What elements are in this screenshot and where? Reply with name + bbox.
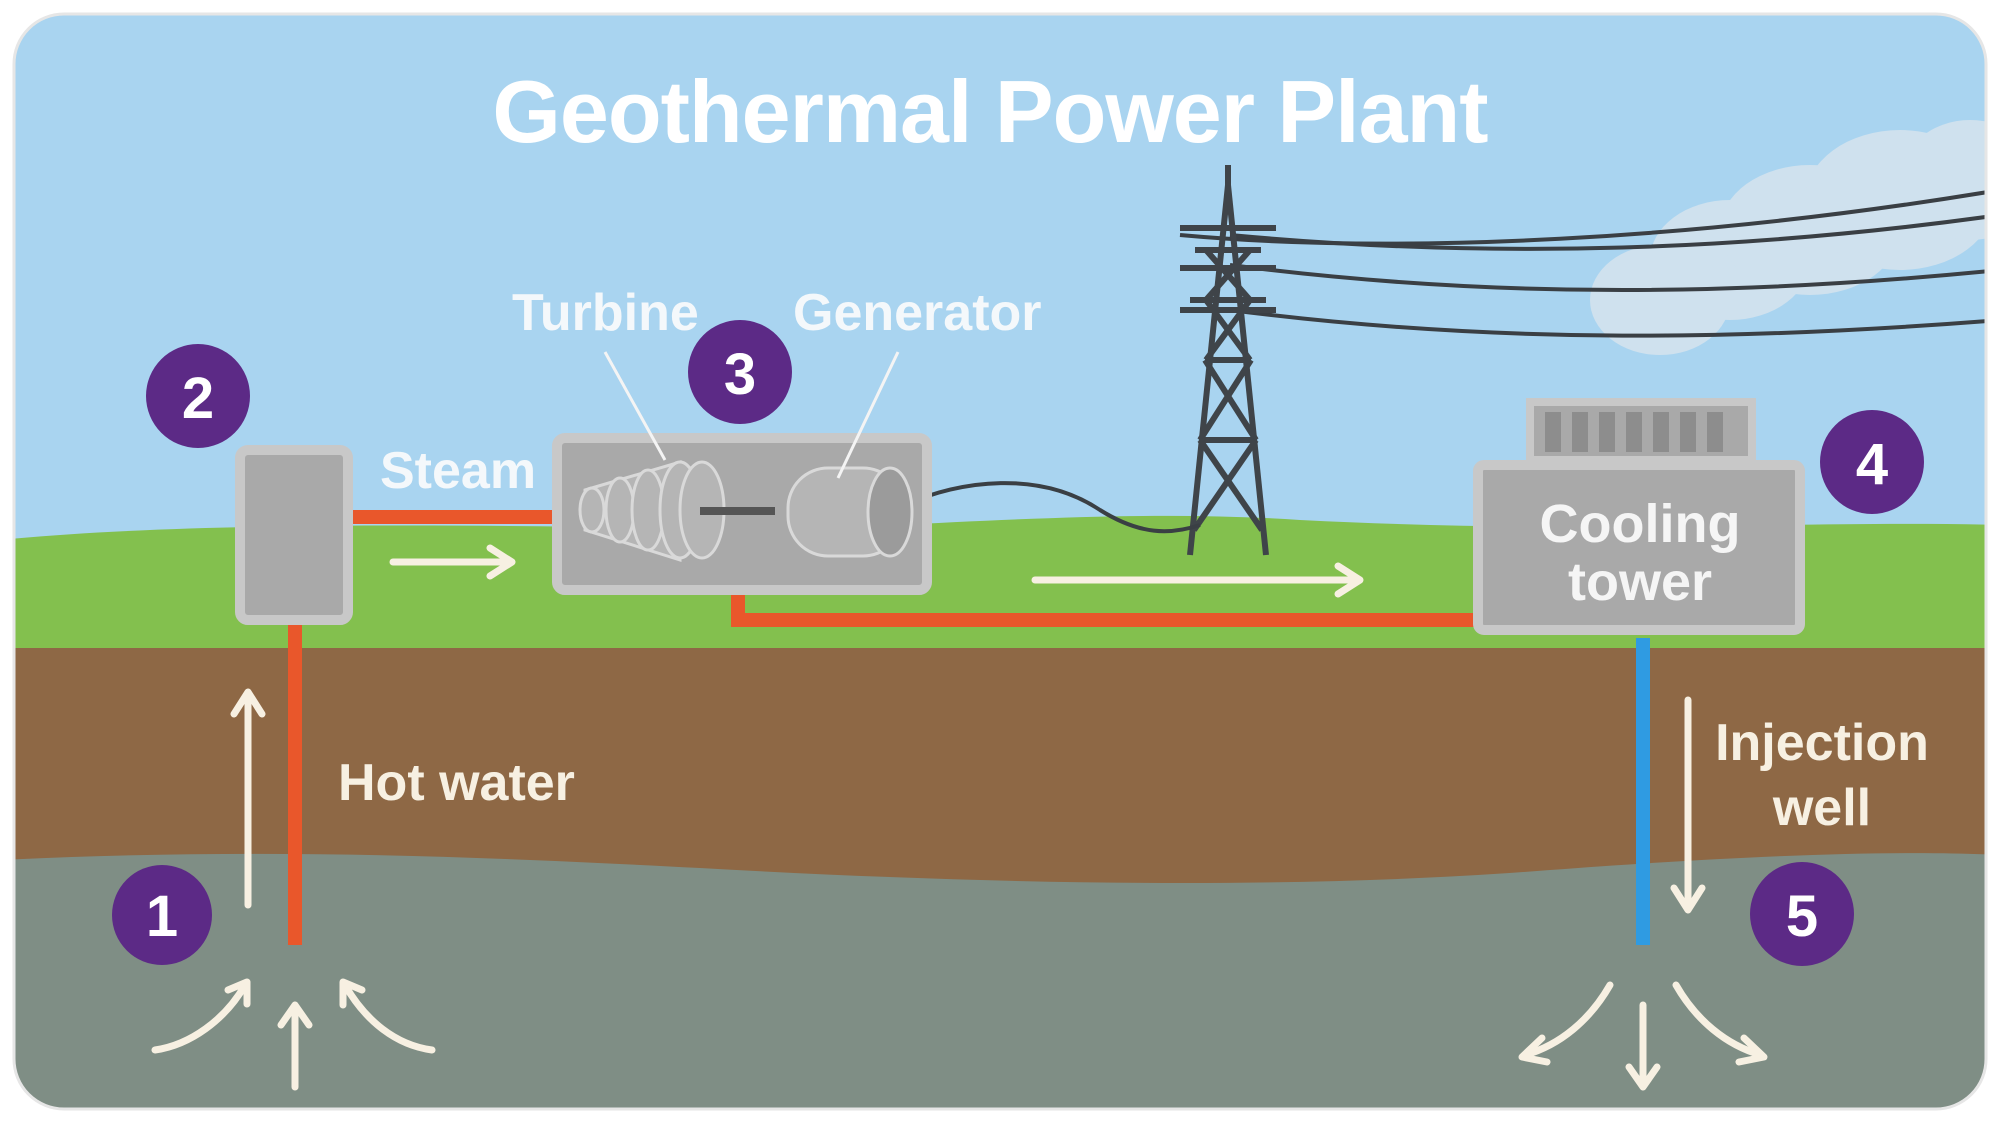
- arrow-inflow-left: [151, 981, 249, 1054]
- label-generator: Generator: [793, 284, 1042, 342]
- step-badge-3: 3: [688, 320, 792, 424]
- rock-reservoir: [14, 853, 1986, 1109]
- cooling-tower-label-line1: Cooling: [1540, 494, 1741, 554]
- turbine-generator-housing: [552, 433, 932, 595]
- label-injection-well-line2: well: [1772, 779, 1871, 837]
- svg-text:1: 1: [146, 884, 178, 949]
- step-badge-2: 2: [146, 344, 250, 448]
- generator-shape: [786, 466, 914, 558]
- cooling-tower-label-line2: tower: [1568, 552, 1712, 612]
- power-lines: [1179, 188, 1986, 338]
- label-pointers: [603, 351, 900, 479]
- transmission-tower: [1180, 165, 1276, 556]
- svg-text:3: 3: [724, 342, 756, 407]
- label-steam: Steam: [380, 442, 536, 500]
- cooling-tower: Cooling tower: [1473, 398, 1805, 635]
- svg-text:5: 5: [1786, 884, 1818, 949]
- arrow-inflow-right: [341, 981, 436, 1054]
- hot-pipes: [288, 510, 1480, 945]
- arrow-outflow-right: [1672, 981, 1765, 1059]
- step-badge-1: 1: [112, 865, 212, 965]
- separator-unit: [235, 445, 353, 625]
- image-frame: [12, 12, 1988, 1111]
- label-injection-well-line1: Injection: [1715, 714, 1929, 772]
- label-hot-water: Hot water: [338, 754, 575, 812]
- svg-text:4: 4: [1856, 432, 1888, 497]
- flow-arrows: [151, 544, 1768, 1091]
- step-badge-5: 5: [1750, 862, 1854, 966]
- arrow-outflow-left: [1521, 981, 1614, 1059]
- label-turbine: Turbine: [512, 284, 699, 342]
- turbine-shape: [578, 459, 726, 563]
- diagram-title: Geothermal Power Plant: [492, 62, 1488, 161]
- generator-cable: [904, 481, 1201, 534]
- svg-text:2: 2: [182, 366, 214, 431]
- step-badge-4: 4: [1820, 410, 1924, 514]
